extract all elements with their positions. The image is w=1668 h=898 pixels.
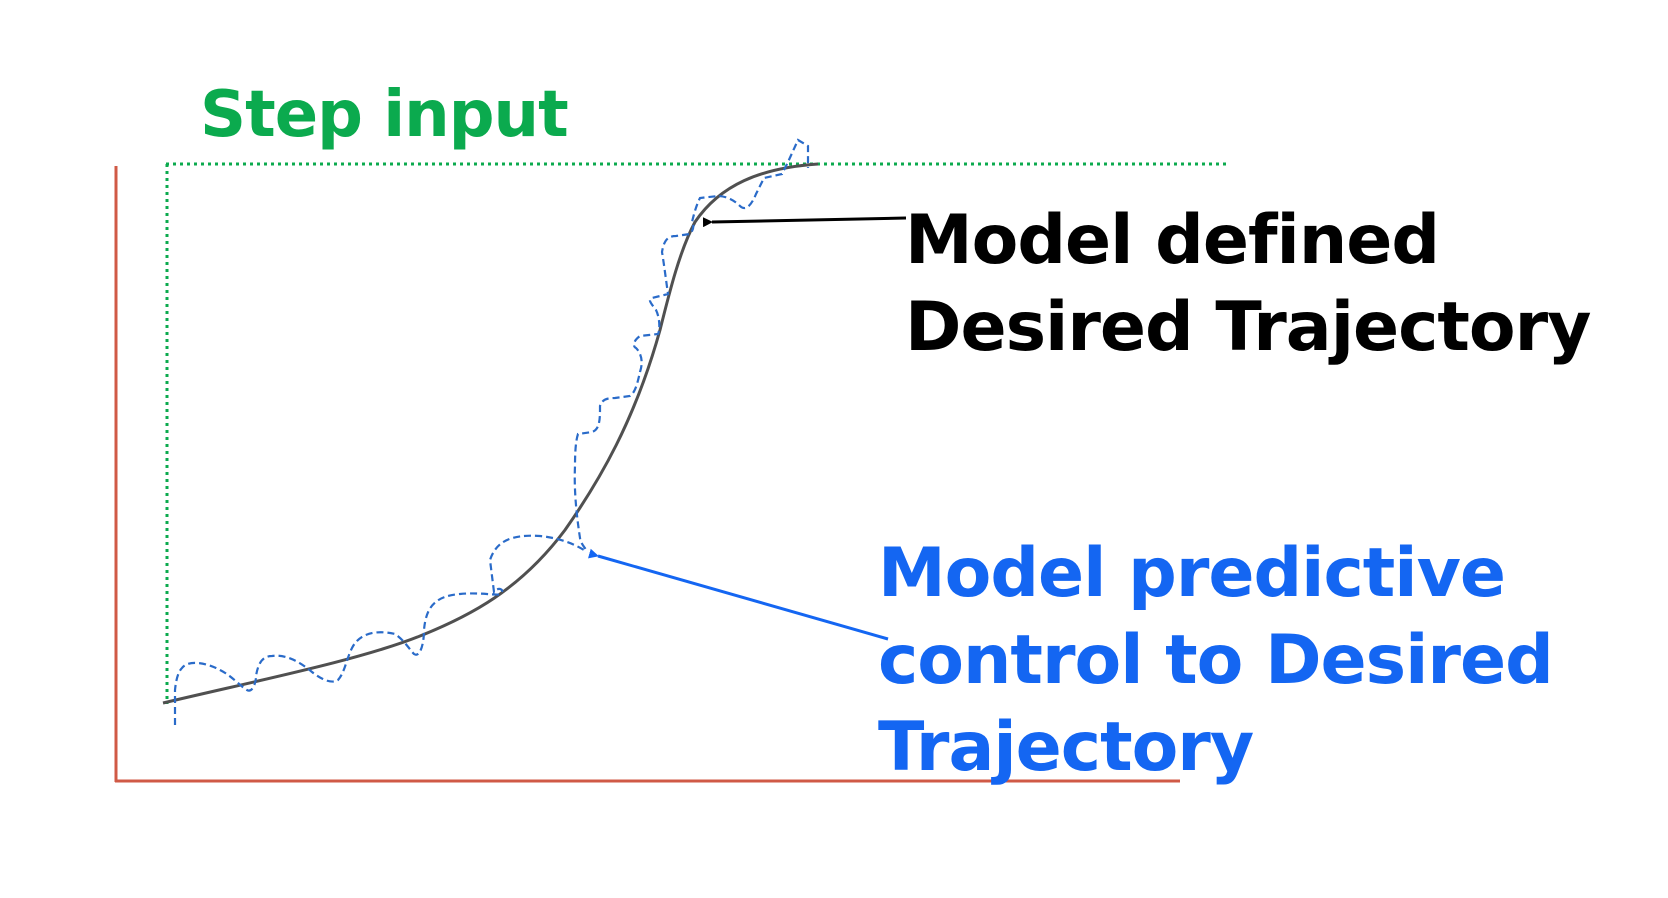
mpc-label: Model predictive control to Desired Traj… [878,530,1554,791]
desired-trajectory-label-line-2: Desired Trajectory [905,288,1592,367]
desired-trajectory-label: Model defined Desired Trajectory [905,197,1592,371]
step-input-label: Step input [200,78,569,152]
desired-trajectory-label-line-1: Model defined [905,201,1440,280]
desired-trajectory-arrow [702,216,907,228]
mpc-response-curve [173,138,810,725]
axes [114,166,1180,783]
mpc-label-line-3: Trajectory [878,708,1254,787]
desired-trajectory-curve [162,162,819,705]
mpc-label-line-1: Model predictive [878,534,1506,613]
mpc-label-line-2: control to Desired [878,621,1554,700]
step-input-line [165,162,1228,704]
mpc-arrow [587,548,889,641]
